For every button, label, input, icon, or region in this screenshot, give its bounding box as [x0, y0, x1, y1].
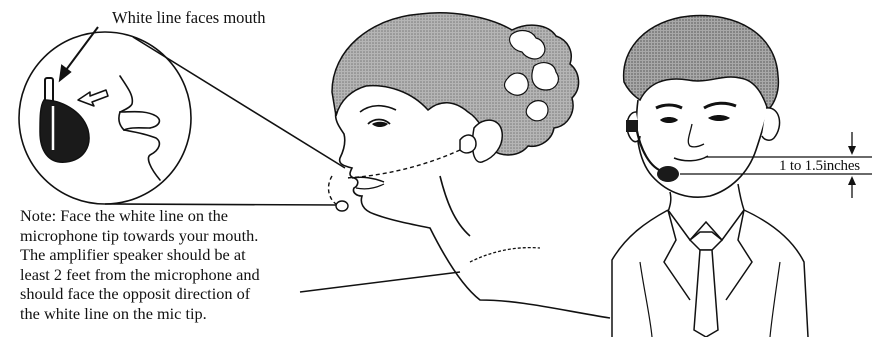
distance-label: 1 to 1.5inches: [779, 158, 860, 175]
arrow-up-icon: [848, 176, 856, 198]
callout-label: White line faces mouth: [112, 8, 266, 28]
man-face: [637, 100, 768, 197]
man-hair: [624, 16, 779, 110]
note-text: Note: Face the white line on the microph…: [20, 206, 260, 323]
note-line: microphone tip towards your mouth.: [20, 226, 260, 246]
zoom-line-bottom: [105, 204, 340, 205]
arrow-icon: [78, 90, 108, 106]
zoom-line-top: [133, 37, 345, 168]
man-mic-capsule: [657, 166, 679, 182]
microphone-icon: [40, 78, 89, 162]
arrow-down-icon: [848, 132, 856, 155]
zoom-lips: [119, 76, 160, 180]
note-line: Note: Face the white line on the: [20, 206, 260, 226]
woman-ear: [472, 120, 502, 162]
woman-mic-boom: [346, 150, 460, 178]
woman-figure: [329, 13, 610, 318]
note-line: should face the opposit direction of: [20, 284, 260, 304]
note-line: the white line on the mic tip.: [20, 304, 260, 324]
man-figure: [612, 16, 808, 337]
woman-face: [336, 112, 430, 228]
note-pointer: [300, 272, 460, 292]
note-line: The amplifier speaker should be at: [20, 245, 260, 265]
note-line: least 2 feet from the microphone and: [20, 265, 260, 285]
label-pointer: [60, 27, 98, 80]
